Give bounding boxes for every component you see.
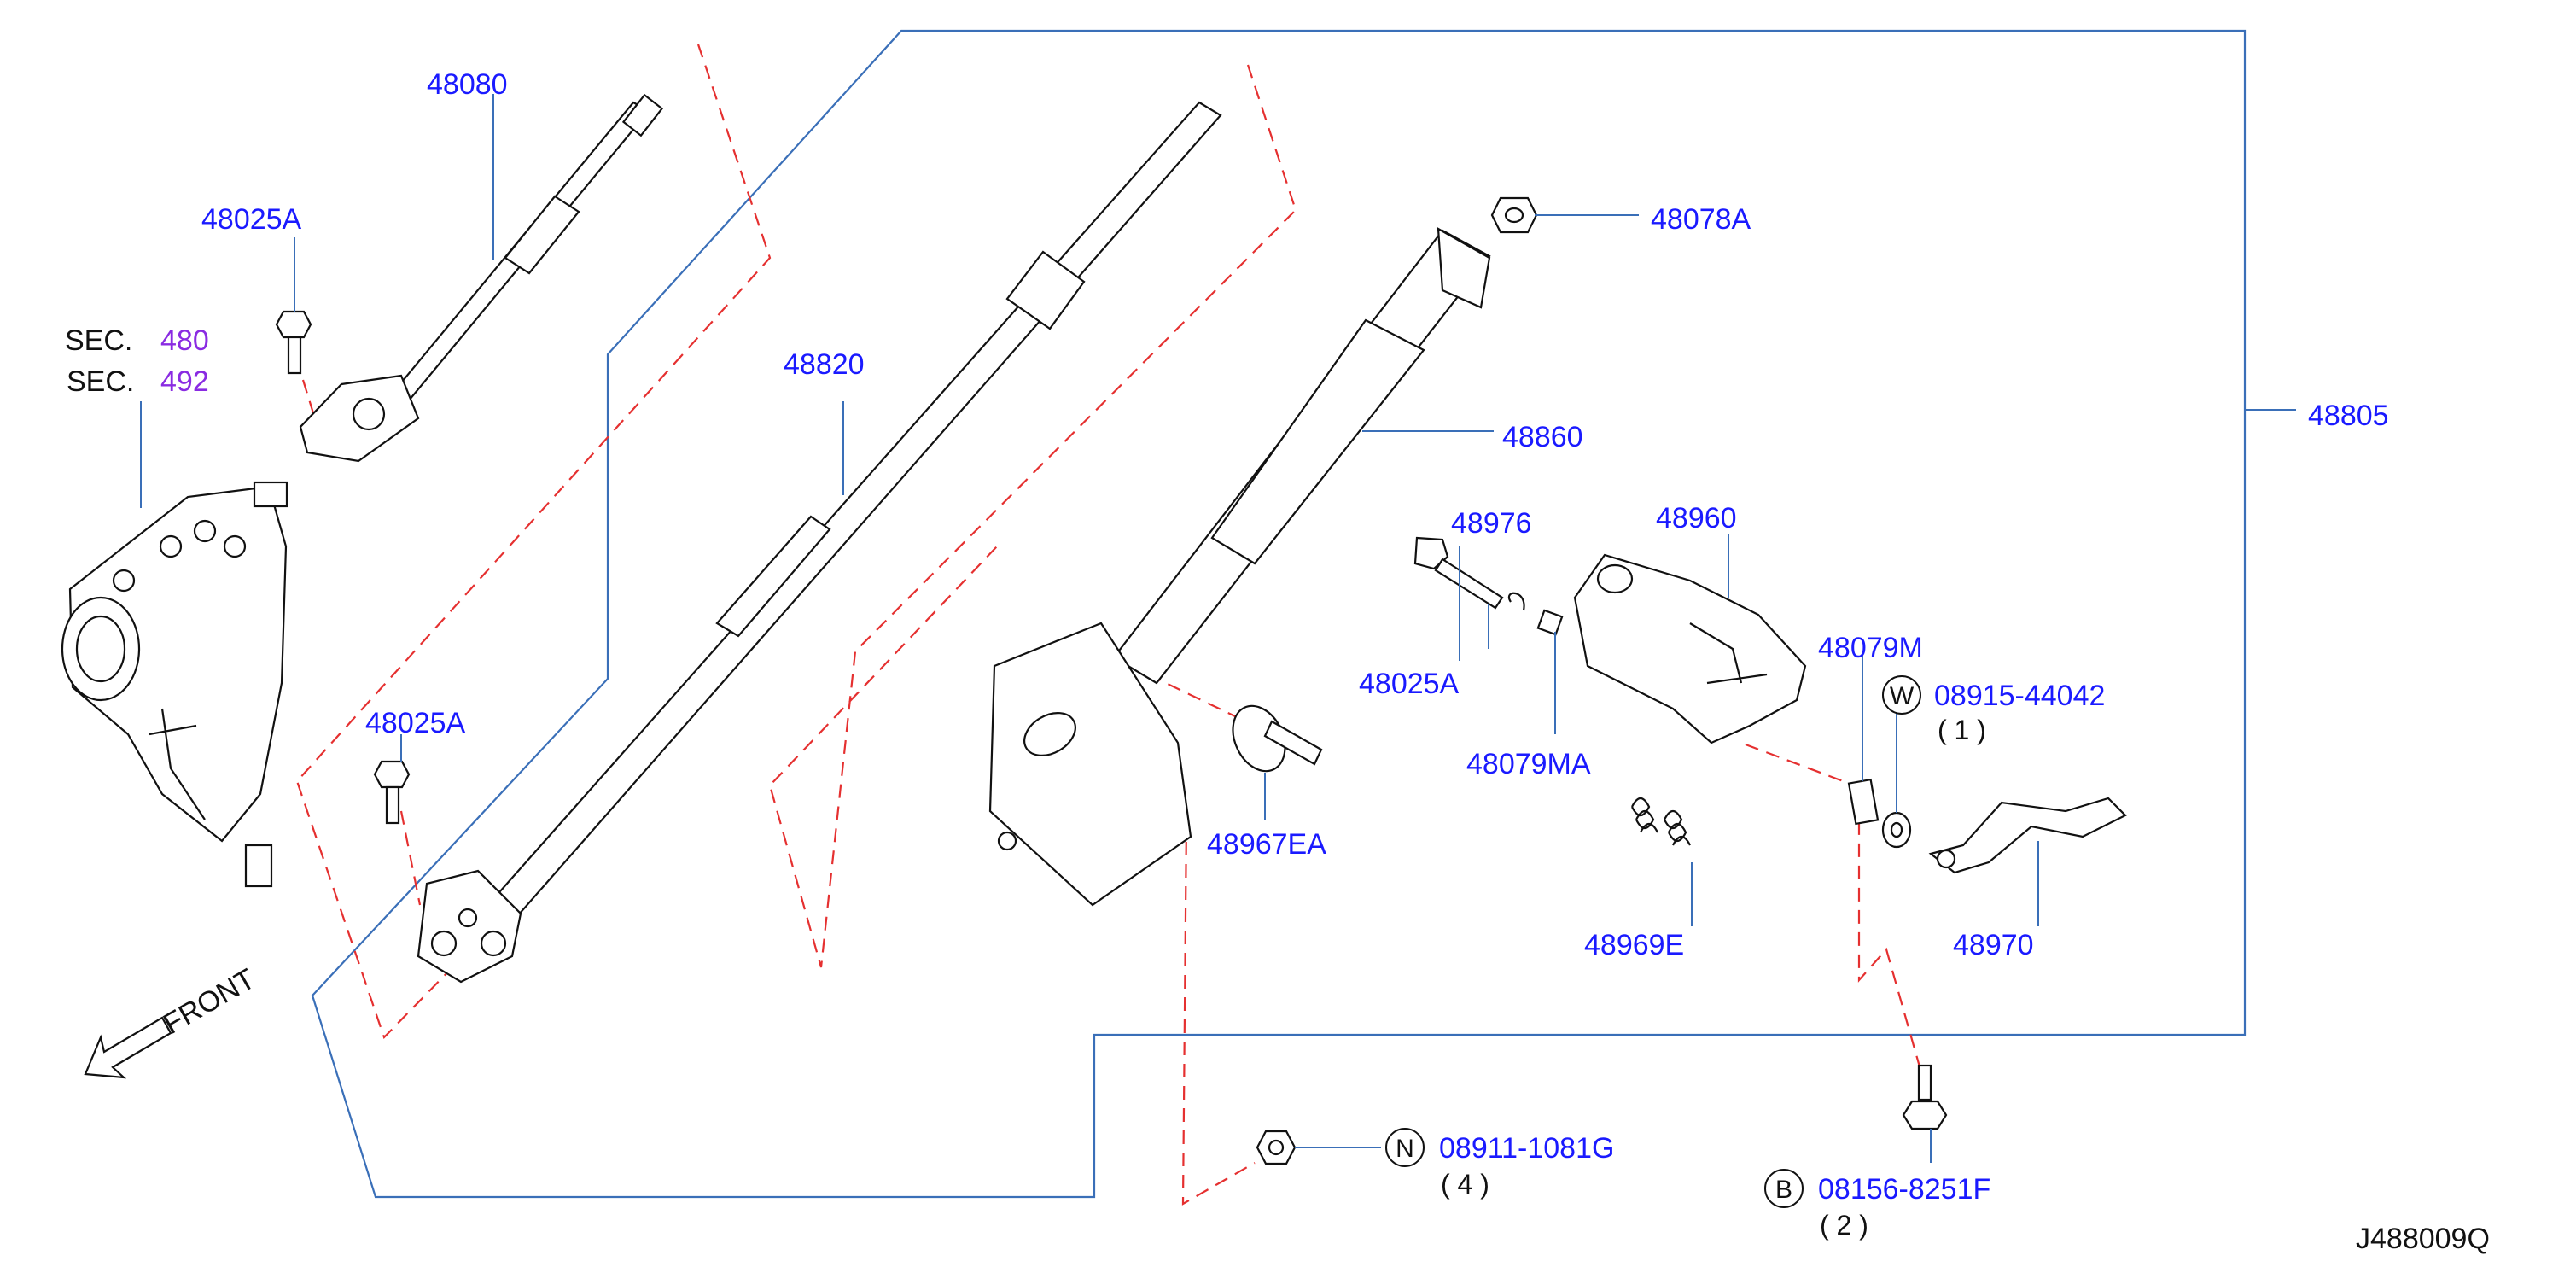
label-48976: 48976 xyxy=(1451,507,1532,540)
column-tube-48860 xyxy=(988,227,1491,907)
label-48079MA: 48079MA xyxy=(1466,748,1591,780)
label-08915-44042: 08915-44042 xyxy=(1934,680,2105,712)
symbol-w-circle xyxy=(1882,675,1921,715)
bolt-48025A-top xyxy=(275,310,312,375)
dash-group-bracket-bolt xyxy=(1745,743,1924,1077)
qty-08911-1081G: ( 4 ) xyxy=(1441,1169,1489,1200)
qty-08915-44042: ( 1 ) xyxy=(1938,715,1986,745)
dash-group-column xyxy=(768,64,1297,968)
leader-lines xyxy=(140,94,2296,1163)
front-label: FRONT xyxy=(158,962,260,1040)
bolt-08156-8251F xyxy=(1902,1064,1948,1130)
springs-48969E xyxy=(1631,797,1691,846)
label-08911-1081G: 08911-1081G xyxy=(1439,1132,1614,1165)
symbol-b-circle xyxy=(1764,1169,1804,1208)
label-sec-492: 492 xyxy=(160,365,209,398)
symbol-n-circle xyxy=(1385,1128,1425,1167)
label-48970: 48970 xyxy=(1953,929,2034,961)
symbol-n: N xyxy=(1396,1135,1414,1163)
lever-48970 xyxy=(1928,797,2127,874)
plate-48079M xyxy=(1847,778,1880,826)
label-48960: 48960 xyxy=(1656,502,1737,534)
label-sec-prefix-1: SEC. xyxy=(65,324,132,357)
washer-08915-44042 xyxy=(1881,811,1912,849)
lower-shaft-48820 xyxy=(417,101,1222,984)
label-48820: 48820 xyxy=(784,348,865,381)
symbol-w: W xyxy=(1890,682,1915,710)
dash-bolt-48025A-top xyxy=(301,379,319,428)
clamp-48967EA xyxy=(1232,704,1323,773)
label-48860: 48860 xyxy=(1502,421,1583,453)
label-48805: 48805 xyxy=(2308,400,2389,432)
intermediate-shaft-48080 xyxy=(299,93,664,463)
label-08156-8251F: 08156-8251F xyxy=(1818,1173,1990,1206)
dash-bolt-48025A-bottom xyxy=(399,810,422,906)
label-48080: 48080 xyxy=(427,68,508,101)
label-48967EA: 48967EA xyxy=(1207,828,1326,861)
diagram-code: J488009Q xyxy=(2356,1223,2490,1255)
bolt-48025A-bottom xyxy=(373,760,411,825)
label-sec-prefix-2: SEC. xyxy=(67,365,134,398)
label-48079M: 48079M xyxy=(1818,632,1923,664)
label-48025A-mid: 48025A xyxy=(1359,668,1460,700)
lock-bracket-48960 xyxy=(1536,553,1807,744)
dash-group-upper-joint xyxy=(295,44,772,1040)
label-48969E: 48969E xyxy=(1584,929,1684,961)
symbol-b: B xyxy=(1775,1176,1792,1204)
label-48025A-top: 48025A xyxy=(201,203,302,236)
label-48078A: 48078A xyxy=(1651,203,1751,236)
label-48025A-bottom: 48025A xyxy=(365,707,466,739)
nut-48078A xyxy=(1490,196,1538,234)
qty-08156-8251F: ( 2 ) xyxy=(1820,1210,1868,1241)
bolt-48976 xyxy=(1413,536,1525,611)
front-direction-arrow xyxy=(84,1016,172,1079)
dash-group-nut xyxy=(1181,819,1256,1206)
steering-gear-box xyxy=(61,481,288,888)
nut-08911-1081G xyxy=(1256,1130,1297,1165)
label-sec-480: 480 xyxy=(160,324,209,357)
assembly-boundary-48805 xyxy=(311,29,2247,1199)
